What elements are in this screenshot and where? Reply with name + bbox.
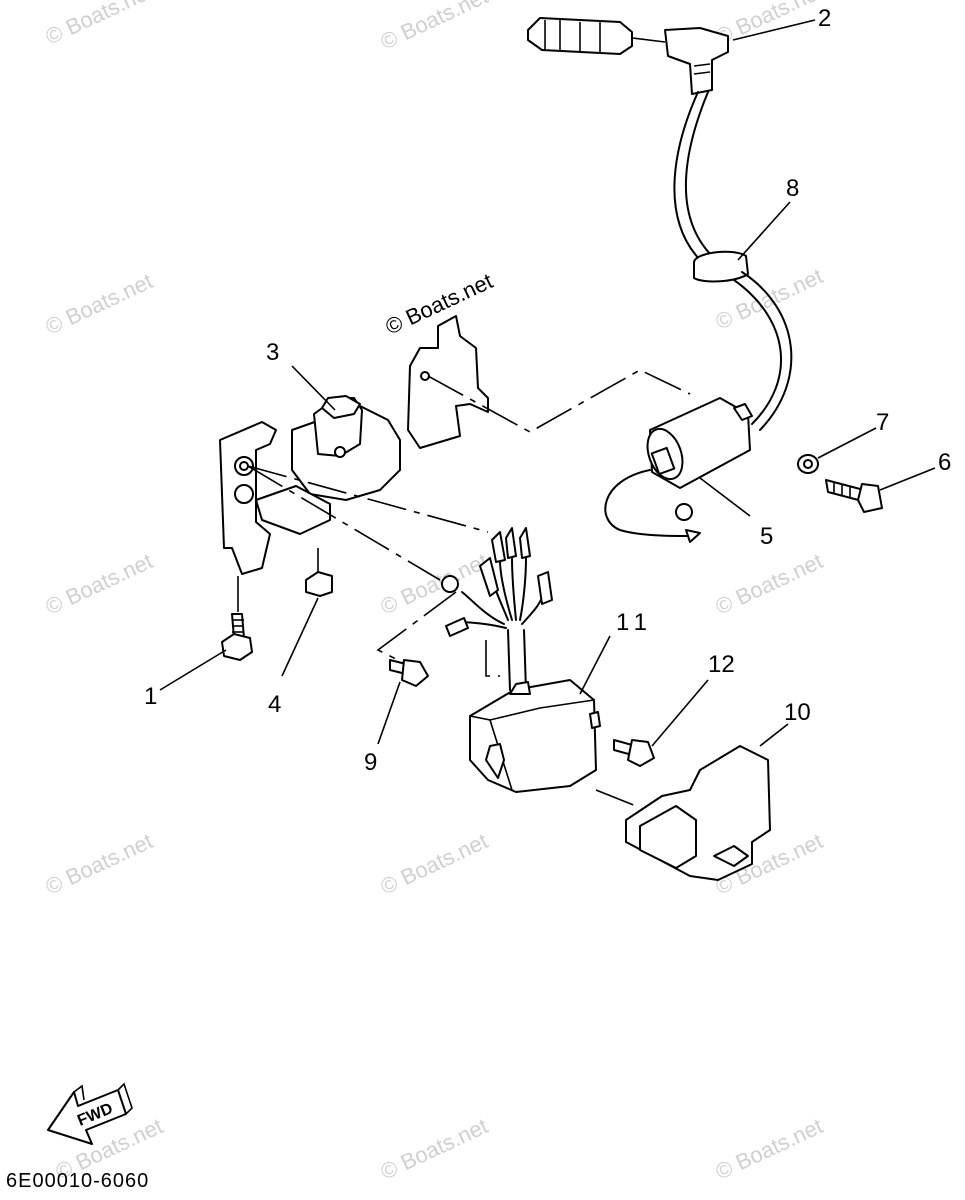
- callout-9: 9: [364, 749, 377, 776]
- washer: [797, 454, 819, 474]
- cdi-cover: [625, 745, 771, 881]
- callout-11: 11: [616, 609, 653, 636]
- cdi-unit: [469, 679, 601, 793]
- assembly-lines: [237, 369, 691, 807]
- callout-3: 3: [266, 339, 279, 366]
- watermark: © Boats.net: [712, 548, 827, 619]
- high-tension-cord: [673, 91, 793, 431]
- callout-7: 7: [876, 409, 889, 436]
- callout-8: 8: [786, 175, 799, 202]
- callout-5: 5: [760, 523, 773, 550]
- wire-harness: [445, 527, 553, 691]
- watermark: © Boats.net: [377, 828, 492, 899]
- callout-1: 1: [144, 683, 157, 710]
- callout-2: 2: [818, 5, 831, 32]
- watermark: © Boats.net: [42, 548, 157, 619]
- leader-lines: [159, 19, 936, 747]
- spacer-block: [305, 571, 333, 597]
- ground-bolt: [389, 659, 429, 687]
- cdi-bolt: [613, 739, 655, 767]
- coil-bolt: [825, 479, 883, 513]
- watermark: © Boats.net: [42, 828, 157, 899]
- callout-10: 10: [784, 699, 811, 726]
- diagram-code: 6E00010-6060: [6, 1170, 150, 1192]
- ignition-coil: [604, 397, 753, 543]
- watermark: © Boats.net: [712, 1113, 827, 1184]
- watermark: © Boats.net: [42, 0, 157, 50]
- callout-6: 6: [938, 449, 951, 476]
- watermarks: © Boats.net © Boats.net © Boats.net © Bo…: [42, 0, 827, 1185]
- callout-12: 12: [708, 651, 735, 678]
- bracket-assembly: [219, 315, 489, 575]
- spark-plug-cap: [527, 17, 729, 95]
- bracket-bolt: [221, 613, 253, 661]
- watermark: © Boats.net: [377, 1113, 492, 1184]
- watermark: © Boats.net: [377, 0, 492, 55]
- callout-labels: 2 8 3 7 6 5 11 12 1 4 10 9: [144, 5, 951, 776]
- watermark: © Boats.net: [42, 268, 157, 339]
- callout-4: 4: [268, 691, 281, 718]
